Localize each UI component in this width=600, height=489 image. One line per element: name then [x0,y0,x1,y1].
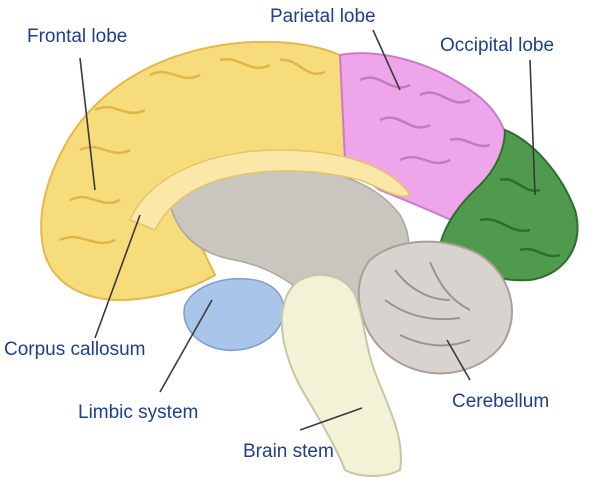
label-limbic-system: Limbic system [78,402,199,423]
leader-limbic [159,299,213,393]
leader-frontal [79,57,96,191]
leader-lines [79,29,536,431]
label-cerebellum: Cerebellum [452,391,550,412]
leader-cerebellum [446,339,471,381]
leader-corpus [94,214,141,339]
corpus-callosum-region [128,149,412,231]
label-corpus-callosum: Corpus callosum [4,339,146,360]
frontal-gyri [59,57,326,245]
leader-parietal [372,29,401,91]
label-frontal-lobe: Frontal lobe [27,26,128,47]
parietal-gyri [359,76,491,165]
leader-brainstem [299,407,363,431]
cerebellum-region [357,240,513,375]
cerebellum-folds [384,261,471,347]
limbic-system-region [183,278,285,351]
label-parietal-lobe: Parietal lobe [270,6,376,27]
label-brain-stem: Brain stem [243,441,334,462]
label-occipital-lobe: Occipital lobe [440,35,555,56]
leader-occipital [529,59,536,196]
occipital-gyri [479,177,561,258]
brain-stem-region [280,274,402,477]
